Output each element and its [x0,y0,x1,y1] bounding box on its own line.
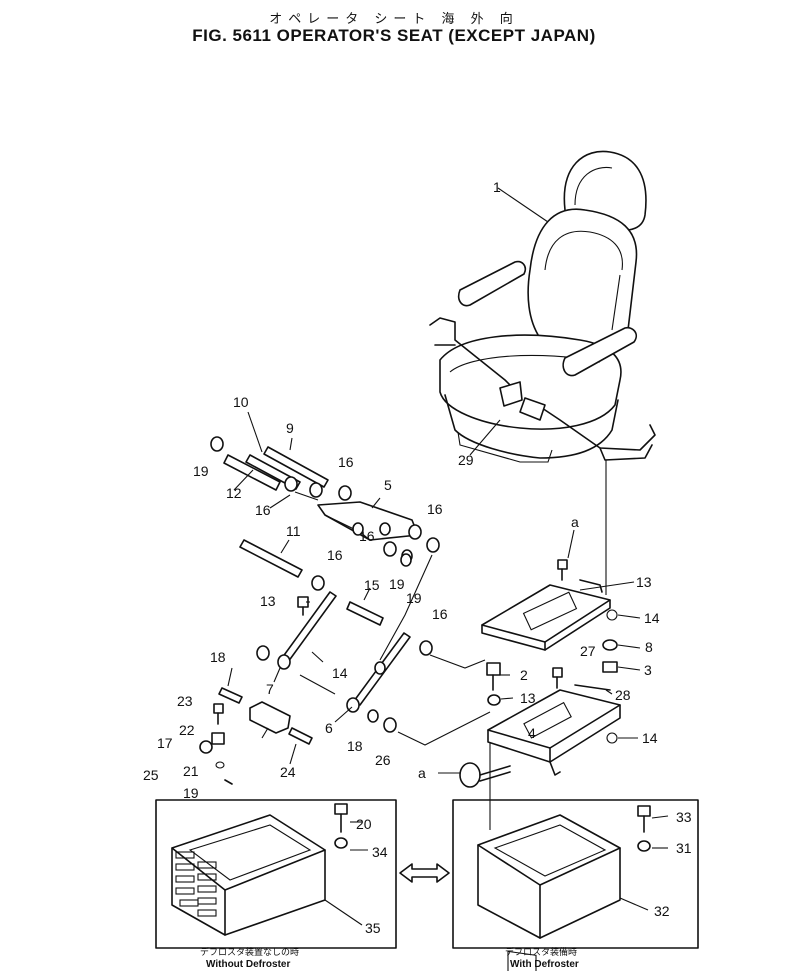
callout-16: 16 [432,606,448,622]
callout-2: 2 [520,667,528,683]
callout-19: 19 [183,785,199,801]
panel-without-defroster: デフロスタ装置なしの時 Without Defroster [155,799,397,970]
callout-16: 16 [255,502,271,518]
callout-32: 32 [654,903,670,919]
caption-en-right: With Defroster [510,959,579,970]
callout-14: 14 [642,730,658,746]
callout-20: 20 [356,816,372,832]
leader-lines [227,187,641,774]
slide-rail-bracket [481,579,618,651]
callout-7: 7 [266,681,274,697]
callout-13: 13 [260,593,276,609]
callout-1: 1 [493,179,501,195]
callout-26: 26 [375,752,391,768]
callout-22: 22 [179,722,195,738]
callout-21: 21 [183,763,199,779]
callout-10: 10 [233,394,249,410]
caption-en-left: Without Defroster [206,959,290,970]
callout-16: 16 [338,454,354,470]
callout-28: 28 [615,687,631,703]
callout-16: 16 [427,501,443,517]
callout-6: 6 [325,720,333,736]
callout-11: 11 [286,523,301,539]
callout-25: 25 [143,767,159,783]
callout-35: 35 [365,920,381,936]
callout-8: 8 [645,639,653,655]
title-japanese: オペレータ シート 海 外 向 [269,12,519,27]
callout-12: 12 [226,485,242,501]
callout-18: 18 [347,738,363,754]
figure-title: FIG. 5611 OPERATOR'S SEAT (EXCEPT JAPAN) [192,26,596,45]
callout-labels: 1 29 10 9 19 16 12 16 5 16 11 16 16 19 13 15 19 14 7 18 16 6 2… [143,179,692,936]
callout-33: 33 [676,809,692,825]
base-frame [487,684,621,776]
callout-a: a [418,765,426,781]
double-arrow-icon [399,863,450,883]
callout-19: 19 [193,463,209,479]
caption-jp-right: デフロスタ装備時 [505,946,577,958]
callout-9: 9 [286,420,294,436]
callout-19: 19 [389,576,405,592]
callout-19: 19 [406,590,422,606]
callout-3: 3 [644,662,652,678]
callout-13: 13 [636,574,652,590]
callout-16: 16 [327,547,343,563]
callout-4: 4 [528,725,536,741]
operator-seat [429,150,656,595]
callout-13: 13 [520,690,536,706]
caption-jp-left: デフロスタ装置なしの時 [200,946,299,958]
callout-34: 34 [372,844,388,860]
callout-29: 29 [458,452,474,468]
callout-14: 14 [644,610,660,626]
callout-14: 14 [332,665,348,681]
callout-16: 16 [359,528,375,544]
callout-27: 27 [580,643,596,659]
callout-17: 17 [157,735,173,751]
callout-5: 5 [384,477,392,493]
callout-23: 23 [177,693,193,709]
callout-24: 24 [280,764,296,780]
callout-18: 18 [210,649,226,665]
panel-with-defroster: デフロスタ装備時 With Defroster [452,799,699,971]
adjuster-handle [459,762,511,788]
callout-15: 15 [364,577,380,593]
callout-31: 31 [676,840,692,856]
callout-a: a [571,514,579,530]
suspension-parts [199,436,618,830]
